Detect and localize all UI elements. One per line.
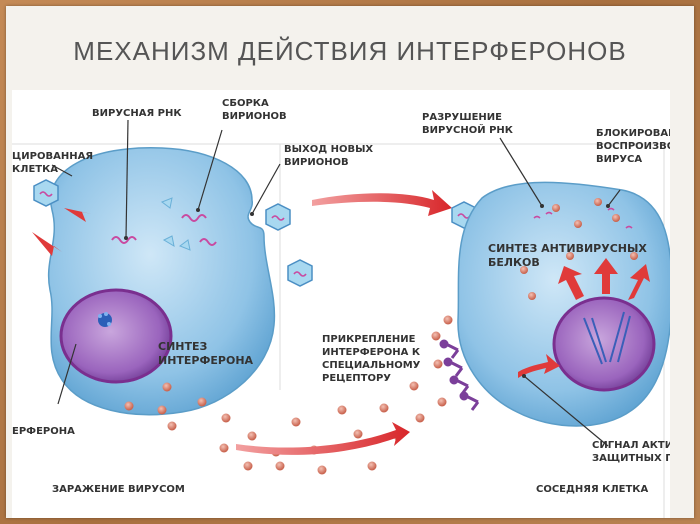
virion-icon xyxy=(265,203,291,231)
virion-icon xyxy=(287,259,313,287)
label-synth-interferon: ИНТЕРФЕРОНА xyxy=(158,354,254,367)
infected-nucleus xyxy=(59,288,173,384)
up-arrow xyxy=(558,266,584,300)
chromosome-icon xyxy=(609,311,631,363)
label-infection: ЗАРАЖЕНИЕ ВИРУСОМ xyxy=(52,484,185,495)
label-destroy-rna: РАЗРУШЕНИЕ xyxy=(422,112,502,123)
infected-cell xyxy=(47,147,276,416)
label-assembly: ВИРИОНОВ xyxy=(222,111,287,122)
diagram-svg: ВИРУСНАЯ РНК СБОРКА ВИРИОНОВ ВЫХОД НОВЫХ… xyxy=(12,98,685,518)
label-signal: СИГНАЛ АКТИ xyxy=(592,440,670,451)
neighbor-cell xyxy=(457,181,673,427)
entry-arrow xyxy=(32,232,62,256)
label-destroy-rna: ВИРУСНОЙ РНК xyxy=(422,123,514,136)
interferon-arrow xyxy=(236,422,410,455)
chromosome-icon xyxy=(583,317,607,365)
label-exit: ВИРИОНОВ xyxy=(284,157,349,168)
label-exit: ВЫХОД НОВЫХ xyxy=(284,144,373,155)
label-block: ВОСПРОИЗВОД xyxy=(596,141,670,152)
slide-title: МЕХАНИЗМ ДЕЙСТВИЯ ИНТЕРФЕРОНОВ xyxy=(73,36,627,66)
label-infected-cell: ЦИРОВАННАЯ xyxy=(12,151,93,162)
virus-icon xyxy=(33,179,59,207)
dna-cluster-icon xyxy=(98,312,112,327)
receptors xyxy=(439,339,480,411)
entry-arrow xyxy=(64,208,92,222)
label-interferon-gene: ЕРФЕРОНА xyxy=(12,426,75,437)
label-antiviral: БЕЛКОВ xyxy=(488,256,540,269)
label-assembly: СБОРКА xyxy=(222,98,269,109)
label-attach: ИНТЕРФЕРОНА К xyxy=(322,347,421,358)
transfer-arrow xyxy=(312,190,452,216)
up-arrow xyxy=(594,258,618,294)
label-antiviral: СИНТЕЗ АНТИВИРУСНЫХ xyxy=(488,242,647,255)
neighbor-nucleus xyxy=(552,296,656,392)
label-attach: РЕЦЕПТОРУ xyxy=(322,373,391,384)
antiviral-proteins xyxy=(520,198,638,300)
label-neighbor: СОСЕДНЯЯ КЛЕТКА xyxy=(536,484,648,495)
label-block: БЛОКИРОВАНИ xyxy=(596,128,670,139)
signal-arrow xyxy=(518,354,560,378)
label-block: ВИРУСА xyxy=(596,154,642,165)
slide: МЕХАНИЗМ ДЕЙСТВИЯ ИНТЕРФЕРОНОВ xyxy=(6,6,694,518)
label-signal: ЗАЩИТНЫХ ГЕ xyxy=(592,453,670,464)
label-attach: СПЕЦИАЛЬНОМУ xyxy=(322,360,421,371)
interferon-diagram: ВИРУСНАЯ РНК СБОРКА ВИРИОНОВ ВЫХОД НОВЫХ… xyxy=(12,90,685,518)
label-attach: ПРИКРЕПЛЕНИЕ xyxy=(322,334,416,345)
label-synth-interferon: СИНТЕЗ xyxy=(158,340,208,353)
label-viral-rna: ВИРУСНАЯ РНК xyxy=(92,108,182,119)
label-infected-cell: КЛЕТКА xyxy=(12,164,58,175)
up-arrow xyxy=(628,264,650,300)
